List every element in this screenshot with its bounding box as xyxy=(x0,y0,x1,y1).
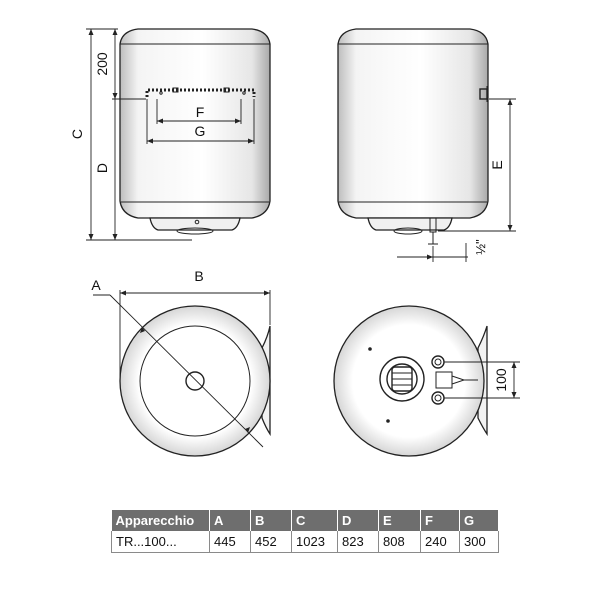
header-d: D xyxy=(337,510,379,531)
header-f: F xyxy=(420,510,460,531)
dim-label-100: 100 xyxy=(493,368,509,392)
header-a: A xyxy=(209,510,251,531)
cell-c: 1023 xyxy=(291,531,338,553)
dim-label-g: G xyxy=(195,123,206,139)
front-heater-body xyxy=(119,28,271,219)
side-heater-body xyxy=(337,28,489,219)
dim-label-f: F xyxy=(196,104,205,120)
side-bottom-base xyxy=(367,217,453,231)
header-apparecchio: Apparecchio xyxy=(111,510,210,531)
cell-f: 240 xyxy=(420,531,460,553)
dim-label-a: A xyxy=(91,277,101,293)
header-b: B xyxy=(250,510,292,531)
front-bottom-base xyxy=(149,217,241,231)
dim-label-e: E xyxy=(489,160,505,169)
top-center-hole xyxy=(185,371,205,391)
header-e: E xyxy=(378,510,421,531)
cell-e: 808 xyxy=(378,531,421,553)
side-view: E ½" xyxy=(337,28,516,262)
dim-label-d: D xyxy=(94,163,110,173)
top-view: B A xyxy=(91,268,271,457)
dim-label-b: B xyxy=(194,268,203,284)
front-view: F G C 200 D xyxy=(69,28,271,241)
cell-a: 445 xyxy=(209,531,251,553)
top-inner-disc xyxy=(139,325,251,437)
cell-g: 300 xyxy=(459,531,499,553)
front-wall-bracket xyxy=(145,88,256,97)
dim-label-200: 200 xyxy=(94,52,110,76)
header-g: G xyxy=(459,510,499,531)
bottom-view: 100 xyxy=(333,305,520,457)
cell-b: 452 xyxy=(250,531,292,553)
technical-drawing: F G C 200 D xyxy=(69,28,520,457)
spec-table: Apparecchio A B C D E F G TR...100... 44… xyxy=(111,510,499,553)
cell-model: TR...100... xyxy=(111,531,210,553)
bottom-center-knob-outer xyxy=(379,356,425,402)
cell-d: 823 xyxy=(337,531,379,553)
bottom-outer-disc xyxy=(333,305,485,457)
bottom-center-knob xyxy=(386,363,418,395)
dim-label-c: C xyxy=(69,129,85,139)
spec-table-header-row: Apparecchio A B C D E F G xyxy=(111,510,499,531)
header-c: C xyxy=(291,510,338,531)
dim-label-half-inch: ½" xyxy=(473,239,488,255)
table-row: TR...100... 445 452 1023 823 808 240 300 xyxy=(111,531,499,553)
